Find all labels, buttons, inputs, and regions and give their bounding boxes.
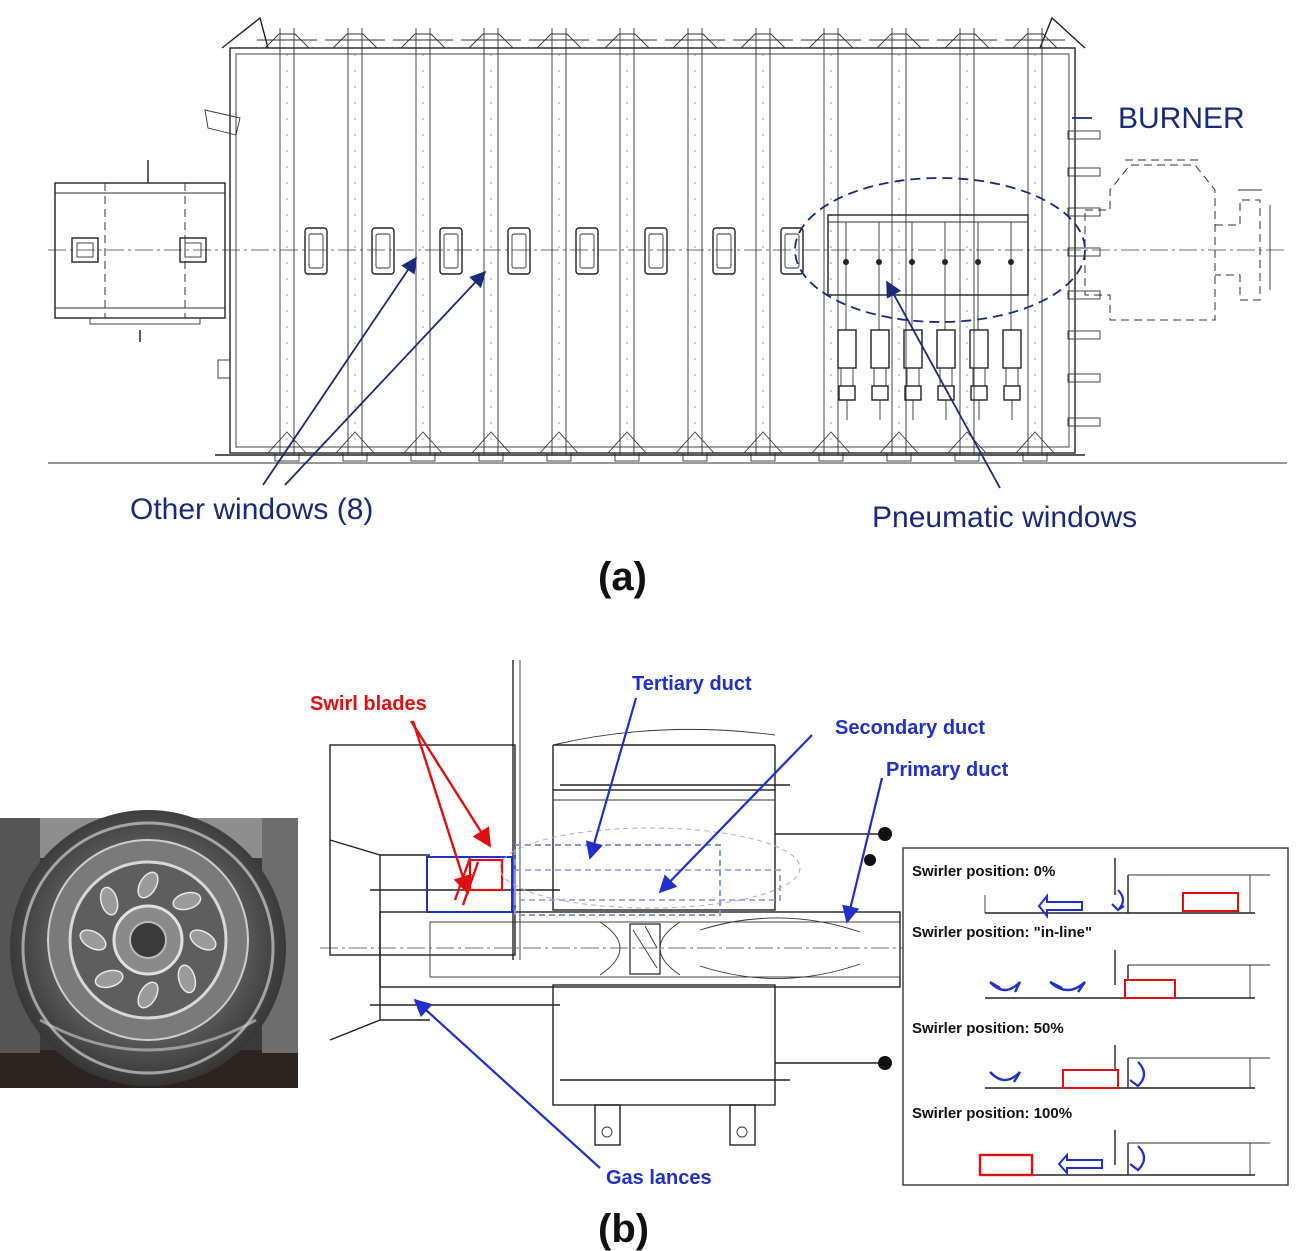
- other-windows-label: Other windows (8): [130, 493, 373, 526]
- swirl-blades-label: Swirl blades: [310, 693, 427, 715]
- panel-b-label: (b): [598, 1207, 649, 1251]
- tertiary-duct-label: Tertiary duct: [632, 673, 752, 695]
- gas-lances-label: Gas lances: [606, 1167, 712, 1189]
- swirler-positions-inset: Swirler position: 0% Swirler position: "…: [902, 847, 1289, 1186]
- pneumatic-windows-label: Pneumatic windows: [872, 501, 1137, 534]
- swirler-position-inline: Swirler position: "in-line": [912, 924, 1092, 941]
- furnace-drawing: [48, 16, 1287, 489]
- burner-label: BURNER: [1118, 102, 1245, 135]
- swirler-photo: [0, 810, 298, 1088]
- swirler-position-100: Swirler position: 100%: [912, 1105, 1072, 1122]
- primary-duct-label: Primary duct: [886, 759, 1009, 781]
- swirler-position-0: Swirler position: 0%: [912, 863, 1055, 880]
- panel-a-label: (a): [598, 555, 647, 599]
- swirler-position-50: Swirler position: 50%: [912, 1020, 1064, 1037]
- secondary-duct-label: Secondary duct: [835, 717, 985, 739]
- burner-section-drawing: [320, 660, 905, 1169]
